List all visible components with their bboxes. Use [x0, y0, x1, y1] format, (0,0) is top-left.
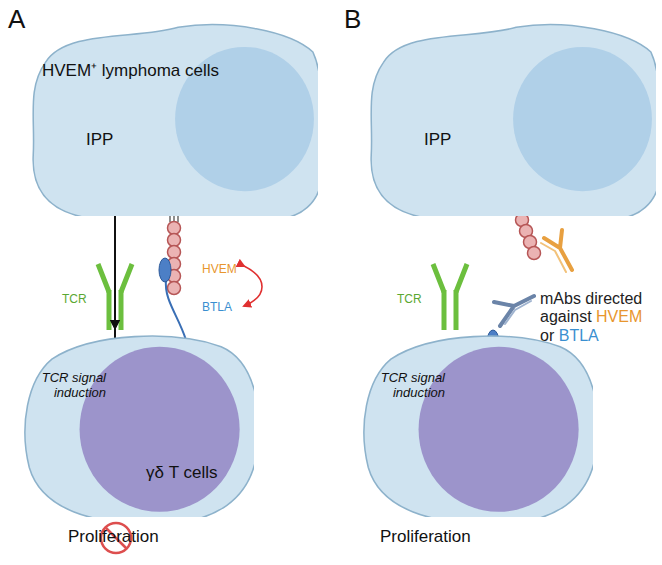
outcome-label: Proliferation [380, 527, 471, 547]
cell-label: IPP [424, 130, 451, 150]
note-line: mAbs directed [540, 290, 642, 308]
note-word: or [540, 327, 554, 344]
anti-hvem-antibody [541, 230, 572, 272]
antibody-note: mAbs directedagainstHVEMorBTLA [540, 290, 642, 345]
cell-outline [22, 18, 318, 216]
note-word: mAbs directed [540, 290, 642, 307]
gamma-delta-t-cell: TCR signal induction γδ T cells [18, 325, 254, 517]
lymphoma-cell: IPP [360, 18, 656, 216]
note-word: HVEM [596, 308, 642, 325]
lymphoma-cell: HVEM⁺ lymphoma cellsIPP [22, 18, 318, 216]
note-word: against [540, 308, 592, 325]
tcr-label: TCR [62, 292, 87, 306]
panel-letter: B [344, 4, 361, 35]
cell-label: HVEM⁺ lymphoma cells [42, 58, 219, 81]
btla-label: BTLA [202, 300, 232, 314]
note-word: BTLA [559, 327, 599, 344]
panel-letter: A [8, 4, 25, 35]
note-line: againstHVEM [540, 308, 642, 326]
outcome-label: Proliferation [68, 527, 159, 547]
signal-text: TCR signal induction [26, 371, 106, 401]
cell-outline [357, 325, 593, 517]
gamma-delta-t-cell: TCR signal induction [357, 325, 593, 517]
hvem-btla-interaction [244, 266, 262, 306]
btla-receptor-a [159, 258, 186, 340]
signal-arrow [114, 213, 116, 328]
anti-btla-antibody [494, 296, 534, 326]
cell-outline [18, 325, 254, 517]
tcr-receptor-b [433, 264, 467, 330]
note-line: or BTLA [540, 327, 642, 345]
hvem-label: HVEM [202, 262, 237, 276]
tcr-label: TCR [397, 292, 422, 306]
cell-outline [360, 18, 656, 216]
signal-text: TCR signal induction [365, 371, 445, 401]
cell-label: IPP [86, 130, 113, 150]
cell-label: γδ T cells [146, 463, 218, 483]
signal-arrow [114, 213, 116, 328]
